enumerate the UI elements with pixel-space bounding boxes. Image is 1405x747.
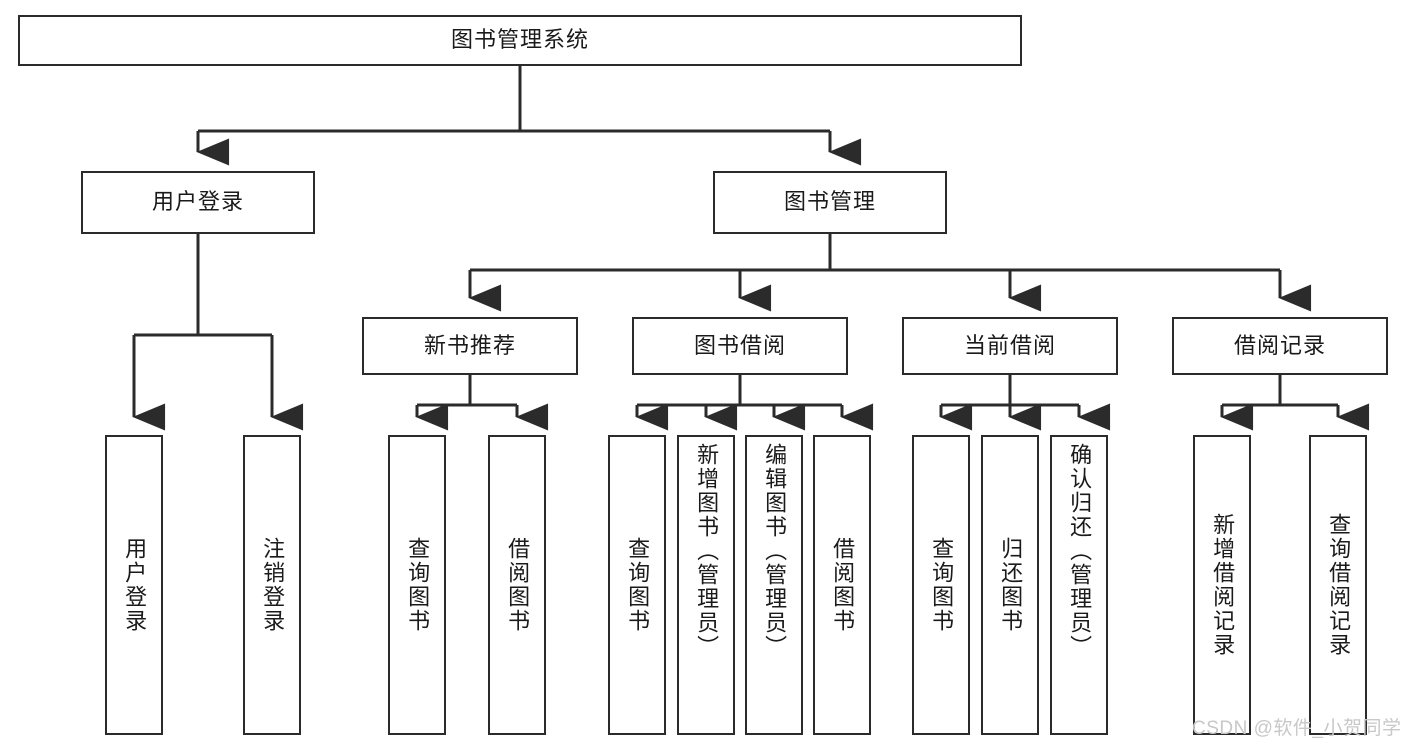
leaf-cb-return-book[interactable]: 归还图书 bbox=[981, 435, 1039, 735]
node-label: 新增借阅记录 bbox=[1210, 513, 1236, 657]
leaf-bb-query-book[interactable]: 查询图书 bbox=[608, 435, 666, 735]
node-label: 新书推荐 bbox=[423, 332, 516, 358]
leaf-bb-edit-book-admin[interactable]: 编辑图书（管理员） bbox=[745, 435, 803, 735]
node-label: 查询借阅记录 bbox=[1326, 513, 1352, 657]
leaf-user-login[interactable]: 用户登录 bbox=[105, 435, 163, 735]
leaf-nb-query-book[interactable]: 查询图书 bbox=[388, 435, 446, 735]
node-label: 注销登录 bbox=[260, 537, 286, 633]
node-label: 图书管理系统 bbox=[450, 27, 589, 53]
node-label: 确认归还（管理员） bbox=[1067, 443, 1093, 659]
node-label: 查询图书 bbox=[405, 537, 431, 633]
node-label: 图书管理 bbox=[783, 189, 876, 215]
leaf-nb-borrow-book[interactable]: 借阅图书 bbox=[488, 435, 546, 735]
node-label: 归还图书 bbox=[998, 537, 1024, 633]
node-current-borrow[interactable]: 当前借阅 bbox=[902, 317, 1118, 375]
node-book-management[interactable]: 图书管理 bbox=[713, 171, 947, 234]
leaf-cb-confirm-return-admin[interactable]: 确认归还（管理员） bbox=[1050, 435, 1108, 735]
node-label: 用户登录 bbox=[151, 189, 244, 215]
node-label: 新增图书（管理员） bbox=[694, 443, 720, 659]
node-user-login[interactable]: 用户登录 bbox=[81, 171, 315, 234]
node-new-book-recommend[interactable]: 新书推荐 bbox=[362, 317, 578, 375]
node-label: 借阅图书 bbox=[505, 537, 531, 633]
node-label: 查询图书 bbox=[625, 537, 651, 633]
node-label: 借阅图书 bbox=[830, 537, 856, 633]
node-root-book-management-system[interactable]: 图书管理系统 bbox=[18, 15, 1022, 66]
node-label: 查询图书 bbox=[929, 537, 955, 633]
node-label: 借阅记录 bbox=[1233, 332, 1326, 358]
node-borrow-record[interactable]: 借阅记录 bbox=[1172, 317, 1388, 375]
leaf-bb-borrow-book[interactable]: 借阅图书 bbox=[813, 435, 871, 735]
node-label: 图书借阅 bbox=[693, 332, 786, 358]
leaf-bb-add-book-admin[interactable]: 新增图书（管理员） bbox=[677, 435, 735, 735]
leaf-logout[interactable]: 注销登录 bbox=[243, 435, 301, 735]
leaf-br-query-record[interactable]: 查询借阅记录 bbox=[1309, 435, 1367, 735]
node-book-borrow[interactable]: 图书借阅 bbox=[632, 317, 848, 375]
leaf-br-add-record[interactable]: 新增借阅记录 bbox=[1193, 435, 1251, 735]
node-label: 编辑图书（管理员） bbox=[762, 443, 788, 659]
node-label: 用户登录 bbox=[122, 537, 148, 633]
node-label: 当前借阅 bbox=[963, 332, 1056, 358]
leaf-cb-query-book[interactable]: 查询图书 bbox=[912, 435, 970, 735]
